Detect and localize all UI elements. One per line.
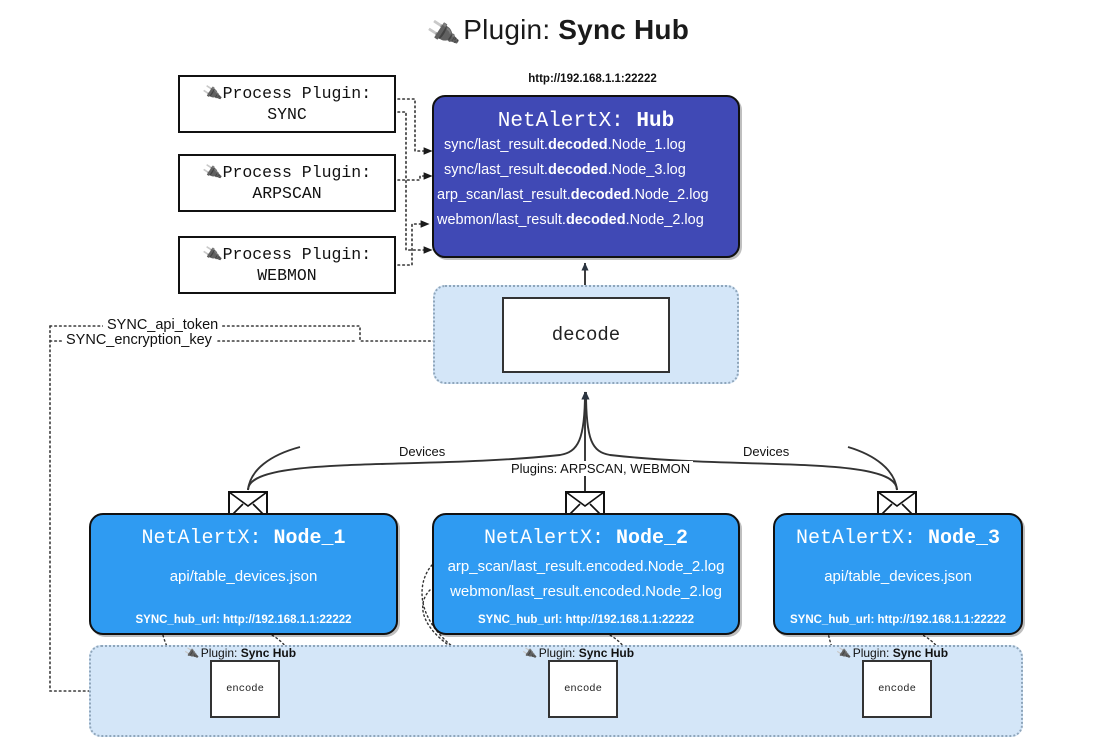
- hub-row-pre: arp_scan/last_result.: [437, 187, 571, 203]
- hub-log-row: sync/last_result.decoded.Node_1.log: [434, 133, 738, 158]
- process-plugin-sync[interactable]: 🔌Process Plugin: SYNC: [178, 75, 396, 133]
- node-hub-url: SYNC_hub_url: http://192.168.1.1:22222: [477, 614, 695, 626]
- hub-row-bold: decoded: [570, 187, 631, 203]
- plugin-to-hub-edges: [397, 98, 433, 266]
- node-to-decode-edges: [247, 391, 898, 492]
- hub-title: NetAlertX: Hub: [434, 110, 738, 133]
- encoder-plugin-label-2: 🔌Plugin: Sync Hub: [522, 646, 635, 662]
- edge-label-devices-right: Devices: [740, 444, 793, 459]
- encoder-plugin-name: Sync Hub: [240, 646, 297, 660]
- hub-log-row: arp_scan/last_result.decoded.Node_2.log: [434, 183, 738, 208]
- hub-log-row: sync/last_result.decoded.Node_3.log: [434, 158, 738, 183]
- process-plugin-webmon[interactable]: 🔌Process Plugin: WEBMON: [178, 236, 396, 294]
- node-title-prefix: NetAlertX:: [141, 527, 262, 550]
- hub-row-pre: webmon/last_result.: [437, 212, 566, 228]
- hub-row-bold: decoded: [565, 212, 626, 228]
- decode-box[interactable]: decode: [502, 297, 670, 373]
- hub-title-name: Hub: [636, 110, 675, 133]
- node-log-line: api/table_devices.json: [169, 568, 318, 585]
- plug-icon: 🔌: [201, 162, 224, 183]
- edge-label-plugins-middle: Plugins: ARPSCAN, WEBMON: [508, 461, 694, 476]
- hub-row-post: .Node_3.log: [607, 162, 686, 178]
- node-hub-url: SYNC_hub_url: http://192.168.1.1:22222: [789, 614, 1007, 626]
- node-title-prefix: NetAlertX:: [483, 527, 604, 550]
- node-log-line: api/table_devices.json: [824, 568, 972, 585]
- page-title: 🔌Plugin: Sync Hub: [0, 14, 1117, 50]
- plug-icon: 🔌: [836, 646, 852, 662]
- plug-icon: 🔌: [201, 83, 224, 104]
- process-plugin-arpscan[interactable]: 🔌Process Plugin: ARPSCAN: [178, 154, 396, 212]
- node-title: NetAlertX: Node_1: [91, 527, 396, 550]
- settings-edges: [49, 325, 501, 695]
- process-plugin-name: SYNC: [267, 105, 307, 124]
- process-plugin-label: Process Plugin:: [222, 245, 372, 264]
- node-log-line: webmon/last_result.encoded.Node_2.log: [450, 583, 722, 600]
- node-3[interactable]: NetAlertX: Node_3 api/table_devices.json…: [773, 513, 1023, 635]
- node-title: NetAlertX: Node_2: [434, 527, 738, 550]
- node-title-name: Node_2: [616, 527, 689, 550]
- title-prefix: Plugin:: [463, 14, 551, 45]
- title-name: Sync Hub: [558, 14, 690, 45]
- node-title-name: Node_1: [273, 527, 346, 550]
- node-hub-url: SYNC_hub_url: http://192.168.1.1:22222: [135, 614, 352, 626]
- hub-row-post: .Node_2.log: [630, 187, 709, 203]
- plug-icon: 🔌: [184, 646, 200, 662]
- node-title: NetAlertX: Node_3: [775, 527, 1021, 550]
- process-plugin-name: ARPSCAN: [252, 184, 322, 203]
- hub-row-pre: sync/last_result.: [444, 137, 548, 153]
- hub-row-bold: decoded: [547, 162, 608, 178]
- plug-icon: 🔌: [201, 244, 224, 265]
- setting-sync-api-token: SYNC_api_token: [103, 317, 223, 333]
- encoder-plugin-prefix: Plugin:: [200, 646, 238, 660]
- process-plugin-name: WEBMON: [257, 266, 317, 285]
- plug-icon: 🔌: [425, 16, 462, 50]
- encoder-plugin-prefix: Plugin:: [538, 646, 576, 660]
- encoder-plugin-name: Sync Hub: [892, 646, 949, 660]
- encoder-plugin-label-3: 🔌Plugin: Sync Hub: [836, 646, 949, 662]
- hub-node[interactable]: NetAlertX: Hub sync/last_result.decoded.…: [432, 95, 740, 258]
- node-2[interactable]: NetAlertX: Node_2 arp_scan/last_result.e…: [432, 513, 740, 635]
- hub-title-prefix: NetAlertX:: [497, 110, 624, 133]
- encoder-plugin-label-1: 🔌Plugin: Sync Hub: [184, 646, 297, 662]
- node-log-line: arp_scan/last_result.encoded.Node_2.log: [447, 558, 725, 575]
- setting-sync-encryption-key: SYNC_encryption_key: [62, 332, 216, 348]
- encoder-plugin-prefix: Plugin:: [852, 646, 890, 660]
- node-title-prefix: NetAlertX:: [795, 527, 916, 550]
- edge-label-devices-left: Devices: [396, 444, 449, 459]
- plug-icon: 🔌: [522, 646, 538, 662]
- node-title-name: Node_3: [928, 527, 1001, 550]
- hub-row-bold: decoded: [547, 137, 608, 153]
- hub-row-pre: sync/last_result.: [444, 162, 548, 178]
- encode-box-1[interactable]: encode: [210, 660, 280, 718]
- encoder-plugin-name: Sync Hub: [578, 646, 635, 660]
- hub-row-post: .Node_2.log: [625, 212, 704, 228]
- process-plugin-label: Process Plugin:: [222, 84, 372, 103]
- hub-row-post: .Node_1.log: [607, 137, 686, 153]
- encode-box-2[interactable]: encode: [548, 660, 618, 718]
- hub-url: http://192.168.1.1:22222: [528, 73, 657, 85]
- hub-log-row: webmon/last_result.decoded.Node_2.log: [434, 208, 738, 233]
- process-plugin-label: Process Plugin:: [222, 163, 372, 182]
- encode-box-3[interactable]: encode: [862, 660, 932, 718]
- node-1[interactable]: NetAlertX: Node_1 api/table_devices.json…: [89, 513, 398, 635]
